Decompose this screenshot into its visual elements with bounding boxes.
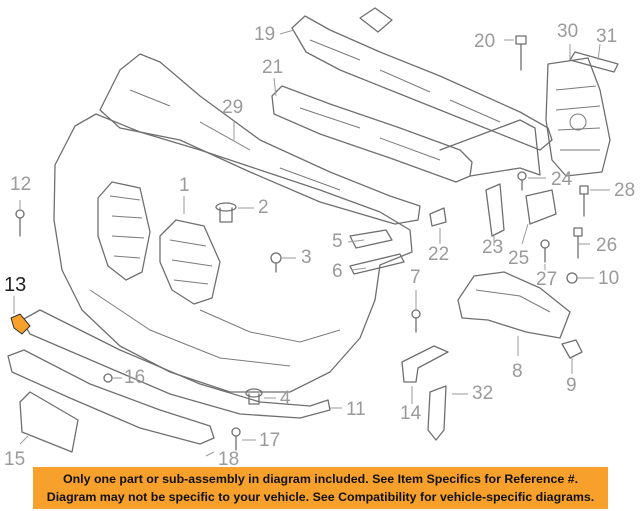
part-21-bumper-beam — [271, 85, 541, 183]
callout-14: 14 — [400, 403, 422, 424]
part-8-side-bracket — [457, 271, 571, 339]
part-16-clip — [103, 373, 113, 383]
callout-25: 25 — [508, 248, 530, 269]
callout-1: 1 — [179, 175, 190, 196]
part-10-nut — [566, 272, 578, 284]
part-22-bracket — [429, 207, 447, 227]
part-6-bracket — [349, 253, 405, 275]
part-12-screw — [15, 209, 25, 237]
part-25-bracket — [525, 189, 557, 225]
part-24-bolt — [517, 171, 527, 191]
callout-20: 20 — [474, 31, 496, 52]
part-17-screw — [231, 427, 241, 451]
callout-11: 11 — [346, 399, 366, 420]
callout-23: 23 — [482, 237, 504, 258]
callout-16: 16 — [124, 367, 146, 388]
disclaimer-line-2: Diagram may not be specific to your vehi… — [46, 490, 595, 504]
part-5-bracket — [349, 229, 393, 249]
callout-27: 27 — [536, 269, 558, 290]
part-2-clip — [215, 202, 237, 223]
part-7-screw — [411, 309, 421, 333]
part-30-bracket-assembly — [545, 57, 611, 177]
disclaimer-banner: Only one part or sub-assembly in diagram… — [33, 467, 608, 509]
callout-10: 10 — [598, 268, 620, 289]
callout-24: 24 — [551, 169, 573, 190]
part-9-bracket — [561, 339, 583, 359]
part-31-strip — [569, 51, 619, 73]
callout-30: 30 — [557, 21, 579, 42]
part-18-lower-grille — [7, 349, 215, 445]
part-19-reinforcement-bar — [291, 7, 553, 151]
part-14-bracket — [401, 345, 449, 383]
part-1-bumper-cover — [53, 113, 413, 393]
part-3-screw — [270, 252, 282, 273]
leader-lines — [13, 29, 610, 457]
part-28-bolt — [579, 185, 589, 217]
callout-3: 3 — [301, 247, 312, 268]
callout-22: 22 — [428, 244, 450, 265]
callout-9: 9 — [566, 375, 577, 396]
part-20-bolt — [515, 35, 527, 71]
callout-6: 6 — [332, 261, 343, 282]
callout-5: 5 — [332, 231, 343, 252]
callout-19: 19 — [254, 24, 276, 45]
callout-7: 7 — [410, 267, 421, 288]
callout-8: 8 — [512, 361, 523, 382]
part-27-bolt — [540, 239, 550, 263]
part-15-license-plate-bracket — [19, 391, 79, 453]
part-29-support-bracket — [99, 53, 421, 225]
callout-4: 4 — [280, 388, 291, 409]
callout-26: 26 — [596, 235, 618, 256]
callout-31: 31 — [596, 26, 618, 47]
part-32-trim — [427, 385, 447, 441]
callout-28: 28 — [614, 180, 636, 201]
callout-17: 17 — [259, 430, 281, 451]
callout-12: 12 — [10, 174, 32, 195]
callout-15: 15 — [4, 449, 26, 470]
callout-2: 2 — [258, 197, 269, 218]
disclaimer-line-1: Only one part or sub-assembly in diagram… — [62, 472, 579, 486]
part-26-bolt — [573, 227, 583, 259]
callout-32: 32 — [472, 383, 494, 404]
part-23-bracket — [485, 183, 505, 237]
callout-29: 29 — [222, 97, 244, 118]
part-11-lower-trim — [21, 309, 331, 419]
callout-21: 21 — [262, 57, 284, 78]
callout-18: 18 — [218, 449, 240, 470]
callout-13: 13 — [4, 274, 27, 296]
part-13-clip-highlighted — [10, 313, 31, 335]
